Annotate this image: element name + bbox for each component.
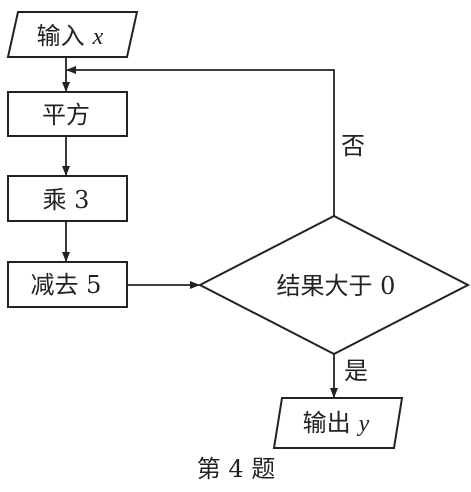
step-box-multiply xyxy=(7,175,128,222)
step-label-subtract: 减去 5 xyxy=(31,271,102,299)
step-box-square xyxy=(7,91,128,137)
decision-label: 结果大于 0 xyxy=(277,272,396,300)
step-label-multiply: 乘 3 xyxy=(43,186,90,214)
output-shape xyxy=(272,397,404,449)
decision-diamond xyxy=(197,214,471,356)
branch-yes-label: 是 xyxy=(344,357,368,385)
branch-no-label: 否 xyxy=(341,132,365,160)
step-label-square: 平方 xyxy=(42,101,90,129)
input-shape xyxy=(6,11,139,58)
arrow-no-loop xyxy=(66,66,335,216)
caption: 第 4 题 xyxy=(197,455,276,483)
